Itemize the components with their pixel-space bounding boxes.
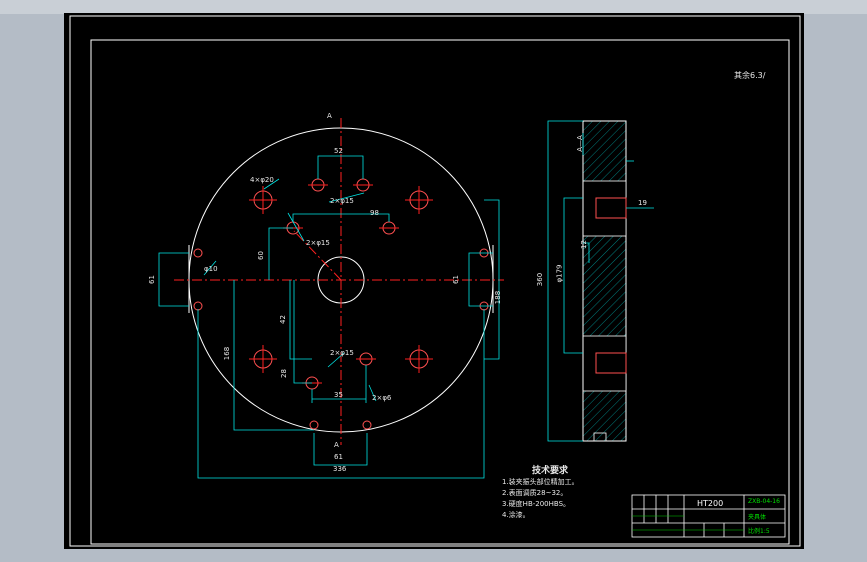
dim-98: 98 xyxy=(370,209,379,217)
section-mark-bottom: A xyxy=(334,441,339,449)
dim-42: 42 xyxy=(278,315,287,324)
section-view xyxy=(582,120,627,442)
dim-12: 12 xyxy=(579,240,588,249)
section-dimensions xyxy=(547,120,654,442)
dim-52: 52 xyxy=(334,147,343,155)
side-section-label: A—A xyxy=(575,135,584,152)
note-line-4: 4.涂漆。 xyxy=(502,511,530,519)
hole-phi10-2 xyxy=(193,301,203,311)
dim-60: 60 xyxy=(256,251,265,260)
dim-360: 360 xyxy=(536,272,545,287)
dim-2phi15-low: 2×φ15 xyxy=(330,349,354,357)
dim-35: 35 xyxy=(334,391,343,399)
title-scale: 比例1:5 xyxy=(748,528,770,535)
window-top-strip xyxy=(0,0,867,14)
tech-requirements-heading: 技术要求 xyxy=(532,466,569,476)
title-material: HT200 xyxy=(697,499,724,508)
inner-border xyxy=(90,39,790,545)
outer-border xyxy=(69,15,801,547)
title-block-green xyxy=(632,515,744,531)
title-part-name: 夹具体 xyxy=(748,514,767,521)
dim-19: 19 xyxy=(638,199,647,207)
title-drawing-no: ZXB-04-16 xyxy=(748,498,780,505)
dimension-lines xyxy=(158,155,500,479)
dim-61-bottom: 61 xyxy=(334,453,343,461)
hole-phi6-2 xyxy=(362,420,372,430)
hole-phi10-1 xyxy=(193,248,203,258)
note-line-1: 1.装夹振头部位精加工。 xyxy=(502,478,579,486)
dim-61-right: 61 xyxy=(451,275,460,284)
dim-2phi15-mid: 2×φ15 xyxy=(306,239,330,247)
note-line-2: 2.表面调质28~32。 xyxy=(502,489,568,497)
dim-2phi15-top: 2×φ15 xyxy=(330,197,354,205)
dim-61-left: 61 xyxy=(147,275,156,284)
roughness-note: 其余6.3/ xyxy=(734,71,766,80)
dim-168: 168 xyxy=(223,346,232,361)
section-mark-top: A xyxy=(327,112,332,120)
dim-phi179: φ179 xyxy=(555,264,564,283)
dim-2phi6: 2×φ6 xyxy=(372,394,392,402)
drawing-canvas: 其余6.3/ A A A—A 52 4×φ20 2×φ15 98 2×φ15 6… xyxy=(64,13,804,549)
drawing-svg xyxy=(69,15,801,547)
dim-336: 336 xyxy=(333,465,347,473)
note-line-3: 3.硬度HB-200HBS。 xyxy=(502,500,571,508)
dim-phi10: φ10 xyxy=(204,265,218,273)
hole-phi6-1 xyxy=(309,420,319,430)
dim-188: 188 xyxy=(494,290,503,305)
centerlines xyxy=(174,118,504,445)
dim-28: 28 xyxy=(279,369,288,378)
dim-4phi20: 4×φ20 xyxy=(250,176,274,184)
